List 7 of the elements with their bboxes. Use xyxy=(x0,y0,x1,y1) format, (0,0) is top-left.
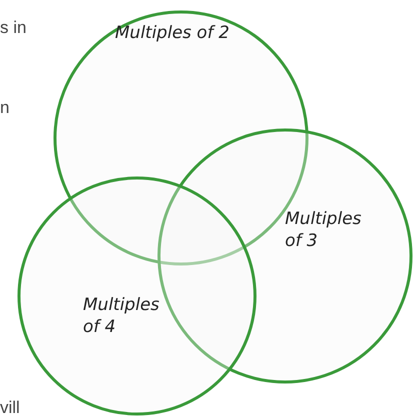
set-label: Multiples of 2 xyxy=(115,22,230,44)
set-circle xyxy=(17,176,257,416)
text-fragment: s in xyxy=(0,18,26,38)
text-fragment: n xyxy=(0,98,10,118)
set-label: Multiples of 3 xyxy=(285,208,362,252)
set-label: Multiples of 4 xyxy=(83,294,160,338)
text-fragment: vill xyxy=(0,398,20,418)
